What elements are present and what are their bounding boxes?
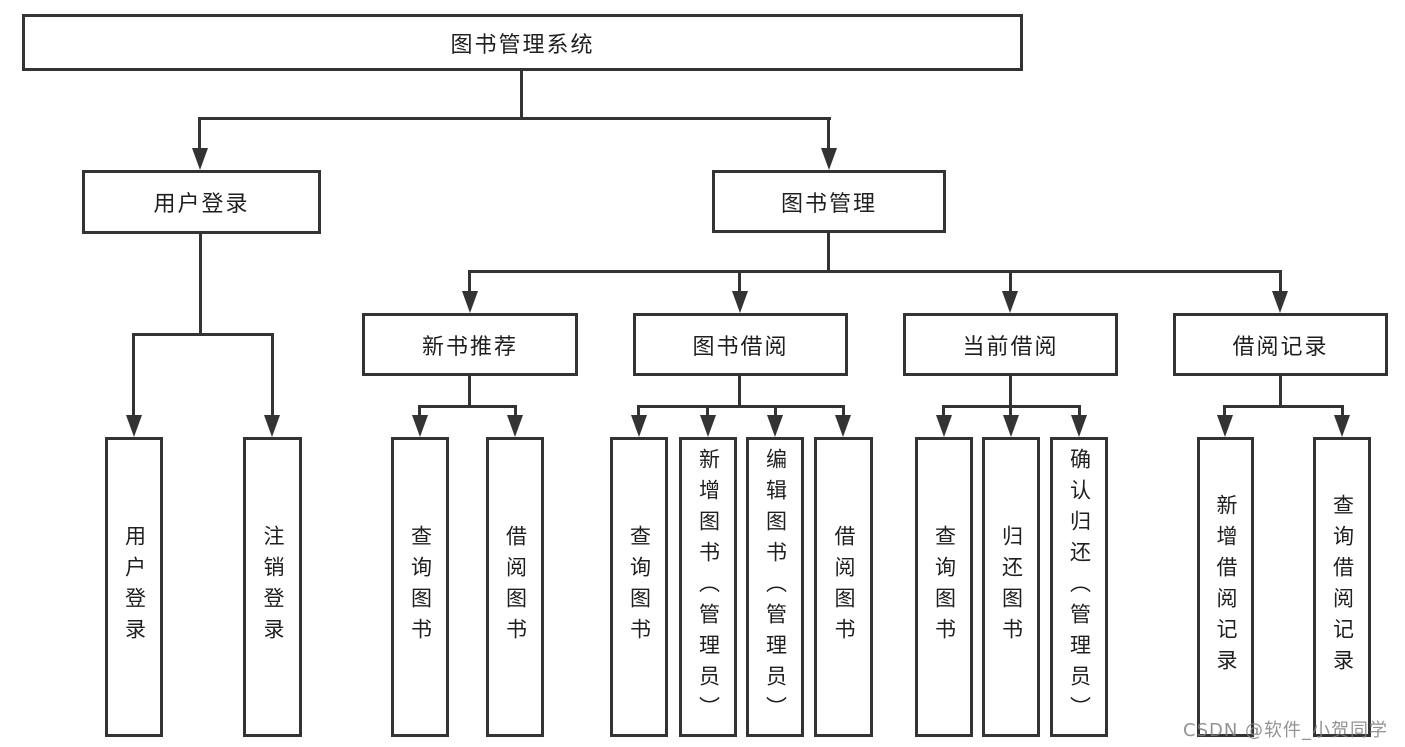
node-user-login: 用户登录 <box>82 170 321 234</box>
connector-current-drop-3 <box>1078 405 1081 419</box>
arrow-down-icon <box>732 291 748 313</box>
arrow-down-icon <box>462 291 478 313</box>
arrow-down-icon <box>264 415 280 437</box>
node-leaf-borrow-books: 借阅图书 <box>814 437 873 737</box>
node-current-borrow: 当前借阅 <box>903 313 1118 376</box>
connector-records-drop-2 <box>1341 405 1344 419</box>
arrow-down-icon <box>936 415 952 437</box>
connector-root-right-drop <box>827 117 830 150</box>
node-leaf-query-books-borrow: 查询图书 <box>610 437 668 737</box>
node-leaf-query-books-recommend: 查询图书 <box>391 437 449 737</box>
arrow-down-icon <box>700 415 716 437</box>
connector-borrow-stem <box>738 376 741 408</box>
connector-borrow-drop-3 <box>774 405 777 419</box>
node-leaf-query-borrow-record: 查询借阅记录 <box>1313 437 1371 737</box>
connector-current-stem <box>1009 376 1012 408</box>
node-leaf-logout: 注销登录 <box>243 437 302 737</box>
node-new-book-recommend: 新书推荐 <box>362 313 578 376</box>
connector-current-drop-2 <box>1009 405 1012 419</box>
connector-bookmgmt-drop-4 <box>1279 270 1282 293</box>
node-leaf-borrow-books-recommend: 借阅图书 <box>486 437 544 737</box>
arrow-down-icon <box>821 148 837 170</box>
arrow-down-icon <box>507 415 523 437</box>
connector-borrow-bar <box>637 405 845 408</box>
connector-bookmgmt-drop-1 <box>468 270 471 293</box>
connector-root-left-drop <box>198 117 201 150</box>
node-leaf-edit-books-admin: 编辑图书（管理员） <box>746 437 804 737</box>
arrow-down-icon <box>1071 415 1087 437</box>
arrow-down-icon <box>192 148 208 170</box>
connector-bookmgmt-drop-2 <box>738 270 741 293</box>
node-book-borrow: 图书借阅 <box>633 313 848 376</box>
connector-bookmgmt-stem <box>827 233 830 272</box>
node-leaf-query-books-current: 查询图书 <box>915 437 973 737</box>
arrow-down-icon <box>1217 415 1233 437</box>
connector-newbook-bar <box>418 405 517 408</box>
arrow-down-icon <box>631 415 647 437</box>
connector-newbook-drop-2 <box>514 405 517 419</box>
connector-newbook-stem <box>468 376 471 408</box>
csdn-watermark: CSDN @软件_小贺同学 <box>1183 720 1389 741</box>
node-borrow-records: 借阅记录 <box>1173 313 1388 376</box>
connector-records-stem <box>1279 376 1282 408</box>
arrow-down-icon <box>767 415 783 437</box>
node-library-management-system: 图书管理系统 <box>22 14 1023 71</box>
node-leaf-return-books: 归还图书 <box>982 437 1040 737</box>
node-book-management: 图书管理 <box>712 170 946 233</box>
arrow-down-icon <box>412 415 428 437</box>
connector-borrow-drop-1 <box>637 405 640 419</box>
connector-bookmgmt-drop-3 <box>1009 270 1012 293</box>
connector-userlogin-drop-2 <box>271 333 274 417</box>
connector-userlogin-bar <box>132 333 274 336</box>
node-leaf-add-books-admin: 新增图书（管理员） <box>679 437 737 737</box>
connector-current-drop-1 <box>942 405 945 419</box>
arrow-down-icon <box>126 415 142 437</box>
connector-borrow-drop-4 <box>842 405 845 419</box>
connector-root-stem <box>520 70 523 119</box>
connector-newbook-drop-1 <box>418 405 421 419</box>
arrow-down-icon <box>1003 415 1019 437</box>
arrow-down-icon <box>1272 291 1288 313</box>
connector-userlogin-drop-1 <box>132 333 135 417</box>
connector-records-drop-1 <box>1223 405 1226 419</box>
connector-userlogin-stem <box>199 233 202 335</box>
node-leaf-user-login: 用户登录 <box>105 437 163 737</box>
node-leaf-add-borrow-record: 新增借阅记录 <box>1197 437 1254 737</box>
node-leaf-confirm-return-admin: 确认归还（管理员） <box>1050 437 1108 737</box>
connector-borrow-drop-2 <box>706 405 709 419</box>
arrow-down-icon <box>1334 415 1350 437</box>
connector-root-bar <box>199 117 831 120</box>
arrow-down-icon <box>1002 291 1018 313</box>
connector-records-bar <box>1223 405 1344 408</box>
arrow-down-icon <box>835 415 851 437</box>
connector-bookmgmt-bar <box>468 270 1282 273</box>
